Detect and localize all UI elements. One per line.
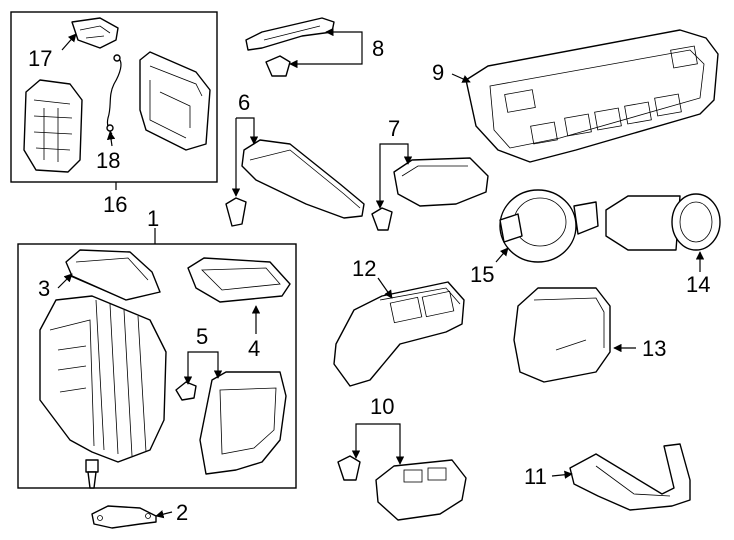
group-box-16 bbox=[10, 11, 218, 183]
part-8-clip[interactable] bbox=[265, 55, 291, 77]
part-11-trim[interactable] bbox=[569, 443, 691, 511]
part-16-right-housing[interactable] bbox=[139, 51, 211, 151]
callout-2: 2 bbox=[176, 500, 188, 525]
part-15-socket[interactable] bbox=[499, 189, 599, 263]
part-10-switch[interactable] bbox=[375, 459, 467, 521]
callout-11: 11 bbox=[524, 464, 547, 489]
callout-14: 14 bbox=[686, 272, 710, 297]
group-box-1 bbox=[17, 243, 297, 489]
part-1-bolt[interactable] bbox=[85, 459, 99, 489]
callout-10: 10 bbox=[370, 394, 394, 419]
callout-4: 4 bbox=[248, 336, 260, 361]
part-7-clip[interactable] bbox=[371, 207, 393, 231]
part-2-bracket[interactable] bbox=[91, 505, 157, 529]
callout-13: 13 bbox=[642, 336, 666, 361]
part-14-power-outlet[interactable] bbox=[605, 193, 721, 251]
part-6-clip[interactable] bbox=[225, 197, 247, 227]
callout-3: 3 bbox=[38, 276, 50, 301]
callout-8: 8 bbox=[372, 36, 384, 61]
part-10-clip[interactable] bbox=[337, 455, 361, 481]
callout-7: 7 bbox=[388, 116, 400, 141]
part-8-bracket[interactable] bbox=[245, 17, 335, 51]
part-13-switch-module[interactable] bbox=[513, 287, 611, 383]
part-16-left-housing[interactable] bbox=[23, 79, 83, 173]
callout-6: 6 bbox=[238, 90, 250, 115]
part-17-bracket[interactable] bbox=[71, 17, 119, 49]
part-12-switch[interactable] bbox=[333, 281, 465, 387]
callout-9: 9 bbox=[432, 60, 444, 85]
callout-17: 17 bbox=[28, 46, 52, 71]
part-18-wire[interactable] bbox=[106, 54, 122, 135]
callout-18: 18 bbox=[96, 148, 120, 173]
callout-5: 5 bbox=[196, 324, 208, 349]
callout-15: 15 bbox=[470, 262, 494, 287]
part-9-control-panel[interactable] bbox=[465, 29, 719, 163]
part-6-armrest[interactable] bbox=[241, 139, 365, 219]
part-5-clip[interactable] bbox=[175, 381, 197, 401]
part-5-rear-panel[interactable] bbox=[199, 371, 287, 475]
part-3-lid[interactable] bbox=[65, 249, 161, 301]
callout-16: 16 bbox=[103, 192, 127, 217]
part-4-tray[interactable] bbox=[187, 257, 291, 303]
part-1-console-body[interactable] bbox=[39, 295, 167, 463]
callout-1: 1 bbox=[147, 206, 159, 231]
part-7-cover[interactable] bbox=[393, 157, 489, 207]
callout-12: 12 bbox=[352, 256, 376, 281]
